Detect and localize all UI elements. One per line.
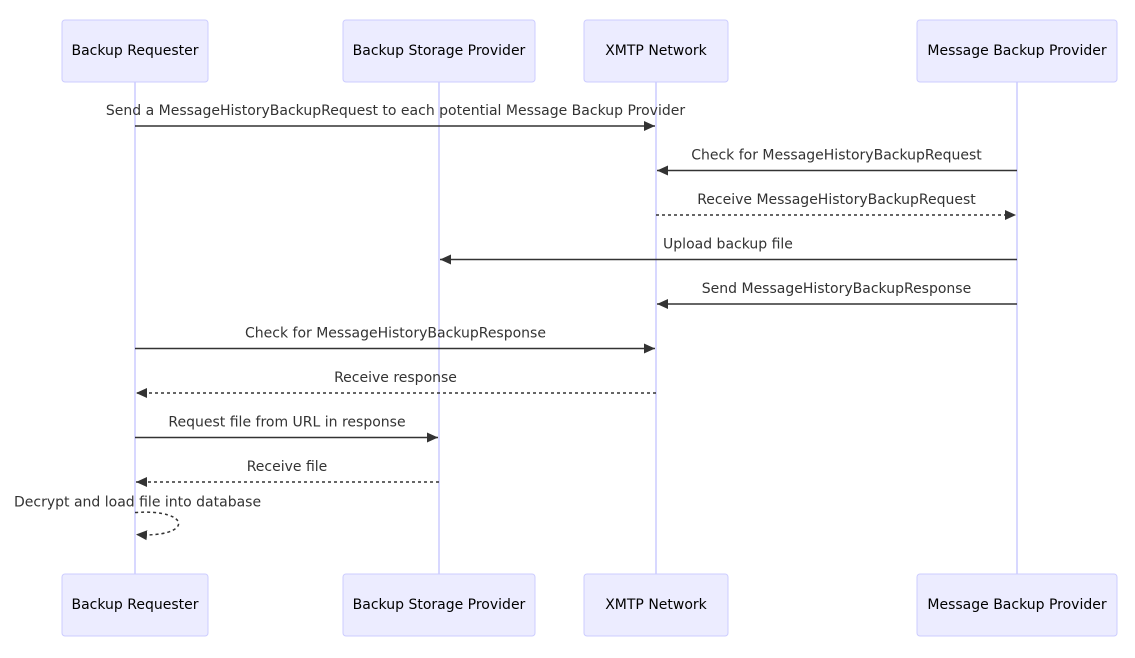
- message-5: Send MessageHistoryBackupResponse: [657, 281, 1017, 309]
- message-label: Upload backup file: [663, 237, 793, 253]
- actor-xmtp-bottom: XMTP Network: [583, 573, 729, 637]
- message-8: Request file from URL in response: [135, 415, 438, 443]
- message-2: Check for MessageHistoryBackupRequest: [657, 148, 1017, 176]
- actors-top: Backup Requester Backup Storage Provider X…: [61, 19, 1118, 83]
- messages: Send a MessageHistoryBackupRequest to ea…: [14, 103, 1017, 541]
- actor-label: Backup Storage Provider: [353, 43, 526, 59]
- message-label: Check for MessageHistoryBackupResponse: [245, 326, 546, 342]
- message-label: Check for MessageHistoryBackupRequest: [691, 148, 982, 164]
- actor-box: [61, 19, 209, 83]
- actor-box: [916, 19, 1118, 83]
- actor-storage-bottom: Backup Storage Provider: [342, 573, 536, 637]
- actor-mbp-top: Message Backup Provider: [916, 19, 1118, 83]
- actor-box: [342, 573, 536, 637]
- actor-label: XMTP Network: [605, 43, 707, 59]
- actor-label: XMTP Network: [605, 597, 707, 613]
- actor-mbp-bottom: Message Backup Provider: [916, 573, 1118, 637]
- message-6: Check for MessageHistoryBackupResponse: [135, 326, 655, 354]
- actor-box: [916, 573, 1118, 637]
- message-1: Send a MessageHistoryBackupRequest to ea…: [106, 103, 685, 131]
- lifelines: [134, 82, 1018, 574]
- actor-requester-top: Backup Requester: [61, 19, 209, 83]
- message-10: Decrypt and load file into database: [14, 495, 261, 541]
- message-9: Receive file: [136, 459, 439, 487]
- actors-bottom: Backup Requester Backup Storage Provider X…: [61, 573, 1118, 637]
- message-label: Receive MessageHistoryBackupRequest: [697, 192, 976, 208]
- actor-requester-bottom: Backup Requester: [61, 573, 209, 637]
- actor-label: Message Backup Provider: [927, 43, 1106, 59]
- actor-box: [61, 573, 209, 637]
- self-message-loop: [134, 511, 180, 541]
- actor-label: Message Backup Provider: [927, 597, 1106, 613]
- actor-label: Backup Storage Provider: [353, 597, 526, 613]
- actor-label: Backup Requester: [71, 43, 198, 59]
- message-label: Send a MessageHistoryBackupRequest to ea…: [106, 103, 685, 119]
- message-7: Receive response: [136, 370, 656, 398]
- actor-box: [583, 573, 729, 637]
- actor-xmtp-top: XMTP Network: [583, 19, 729, 83]
- actor-box: [342, 19, 536, 83]
- actor-box: [583, 19, 729, 83]
- message-label: Request file from URL in response: [168, 415, 405, 431]
- message-4: Upload backup file: [440, 237, 1017, 265]
- message-label: Send MessageHistoryBackupResponse: [702, 281, 971, 297]
- message-label: Receive file: [247, 459, 328, 475]
- actor-label: Backup Requester: [71, 597, 198, 613]
- message-3: Receive MessageHistoryBackupRequest: [656, 192, 1016, 220]
- message-label: Receive response: [334, 370, 457, 386]
- message-label: Decrypt and load file into database: [14, 495, 261, 511]
- actor-storage-top: Backup Storage Provider: [342, 19, 536, 83]
